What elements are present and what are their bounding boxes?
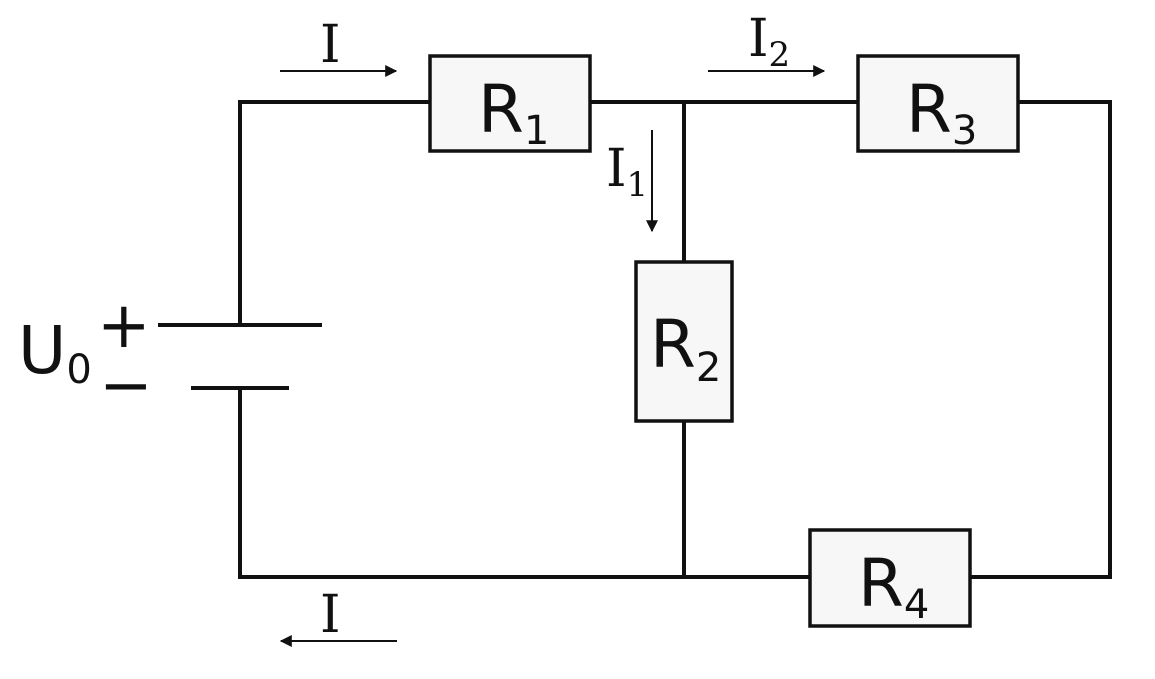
current-i2-label: I2 (748, 9, 790, 75)
resistor-r3: R3 (856, 54, 1020, 154)
resistor-r2: R2 (634, 260, 734, 423)
source-label-sub: 0 (66, 347, 91, 393)
resistor-r1-body (428, 54, 592, 153)
current-i-bottom-label: I (320, 585, 341, 645)
resistor-r2-body (634, 260, 734, 423)
current-i1-label: I1 (606, 139, 648, 205)
source-label-main: U (18, 312, 66, 389)
current-i2: I2 (708, 9, 826, 77)
source-minus-sign: − (99, 349, 153, 423)
resistor-r2-label: R2 (650, 306, 721, 391)
voltage-source: + − U0 (18, 289, 322, 423)
resistor-r1-label: R1 (478, 71, 549, 154)
wires (238, 100, 1112, 579)
resistor-r3-label: R3 (906, 71, 977, 154)
resistor-r1: R1 (428, 54, 592, 154)
resistor-r4-label: R4 (858, 545, 929, 628)
current-i-top-label: I (320, 15, 341, 75)
current-i-bottom: I (279, 585, 397, 647)
current-i1: I1 (606, 130, 658, 233)
resistor-r4: R4 (808, 528, 972, 628)
resistor-r4-body (808, 528, 972, 628)
current-i-top: I (280, 15, 398, 77)
source-plus-sign: + (97, 289, 151, 363)
resistor-r3-body (856, 54, 1020, 153)
source-label: U0 (18, 312, 92, 393)
